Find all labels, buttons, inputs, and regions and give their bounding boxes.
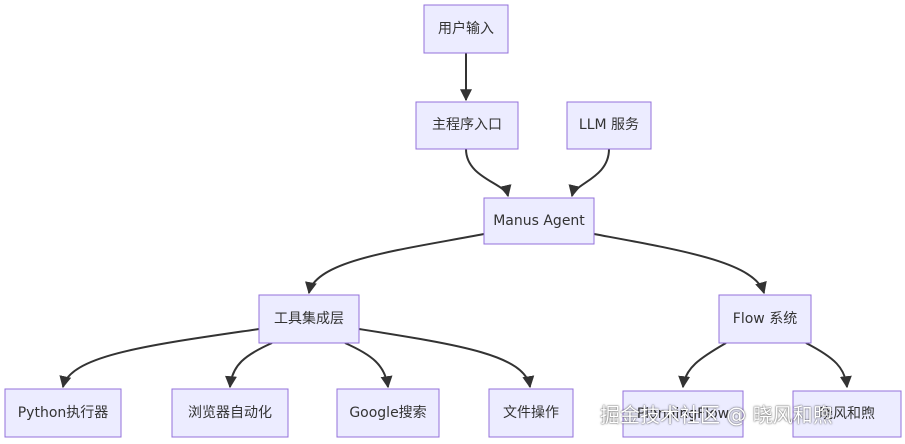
node-label: LLM 服务 xyxy=(579,117,639,133)
node-label: Python执行器 xyxy=(18,405,109,421)
node-flow-child-2: 晓风和煦 xyxy=(792,390,902,438)
edge-tool-layer-to-file-operation xyxy=(358,328,535,389)
edge-manus-agent-to-tool-layer xyxy=(305,233,485,295)
node-file-operation: 文件操作 xyxy=(488,388,574,438)
edge-llm-service-to-manus-agent xyxy=(568,148,610,198)
node-label: 工具集成层 xyxy=(274,310,344,327)
node-tool-layer: 工具集成层 xyxy=(258,294,360,344)
edge-main-entry-to-manus-agent xyxy=(465,148,512,198)
watermark-text: 掘金技术社区 @ 晓风和煦 xyxy=(600,402,833,427)
node-llm-service: LLM 服务 xyxy=(566,101,652,150)
edge-flow-system-to-child-2 xyxy=(805,342,852,389)
node-label: 主程序入口 xyxy=(432,117,502,133)
node-main-entry: 主程序入口 xyxy=(415,101,519,150)
node-user-input: 用户输入 xyxy=(423,4,509,54)
node-flow-system: Flow 系统 xyxy=(718,294,812,344)
edge-tool-layer-to-google-search xyxy=(344,342,393,389)
node-label: Flow 系统 xyxy=(733,311,797,327)
node-label: PlanningFlow xyxy=(637,406,729,422)
node-flow-child-1: PlanningFlow xyxy=(622,390,744,438)
edge-tool-layer-to-python-executor xyxy=(59,328,260,389)
edges xyxy=(59,53,852,389)
node-label: 浏览器自动化 xyxy=(188,405,272,421)
edge-manus-agent-to-flow-system xyxy=(593,233,767,295)
node-browser-automation: 浏览器自动化 xyxy=(171,388,289,438)
edge-tool-layer-to-browser-automation xyxy=(225,342,273,389)
node-python-executor: Python执行器 xyxy=(4,388,122,438)
node-label: 用户输入 xyxy=(438,20,494,37)
edge-flow-system-to-child-1 xyxy=(678,342,727,389)
node-label: 文件操作 xyxy=(503,405,559,421)
node-label: Manus Agent xyxy=(493,213,585,229)
node-google-search: Google搜索 xyxy=(336,388,440,438)
node-manus-agent: Manus Agent xyxy=(483,197,595,245)
node-label: 晓风和煦 xyxy=(819,406,875,422)
node-label: Google搜索 xyxy=(349,404,426,421)
